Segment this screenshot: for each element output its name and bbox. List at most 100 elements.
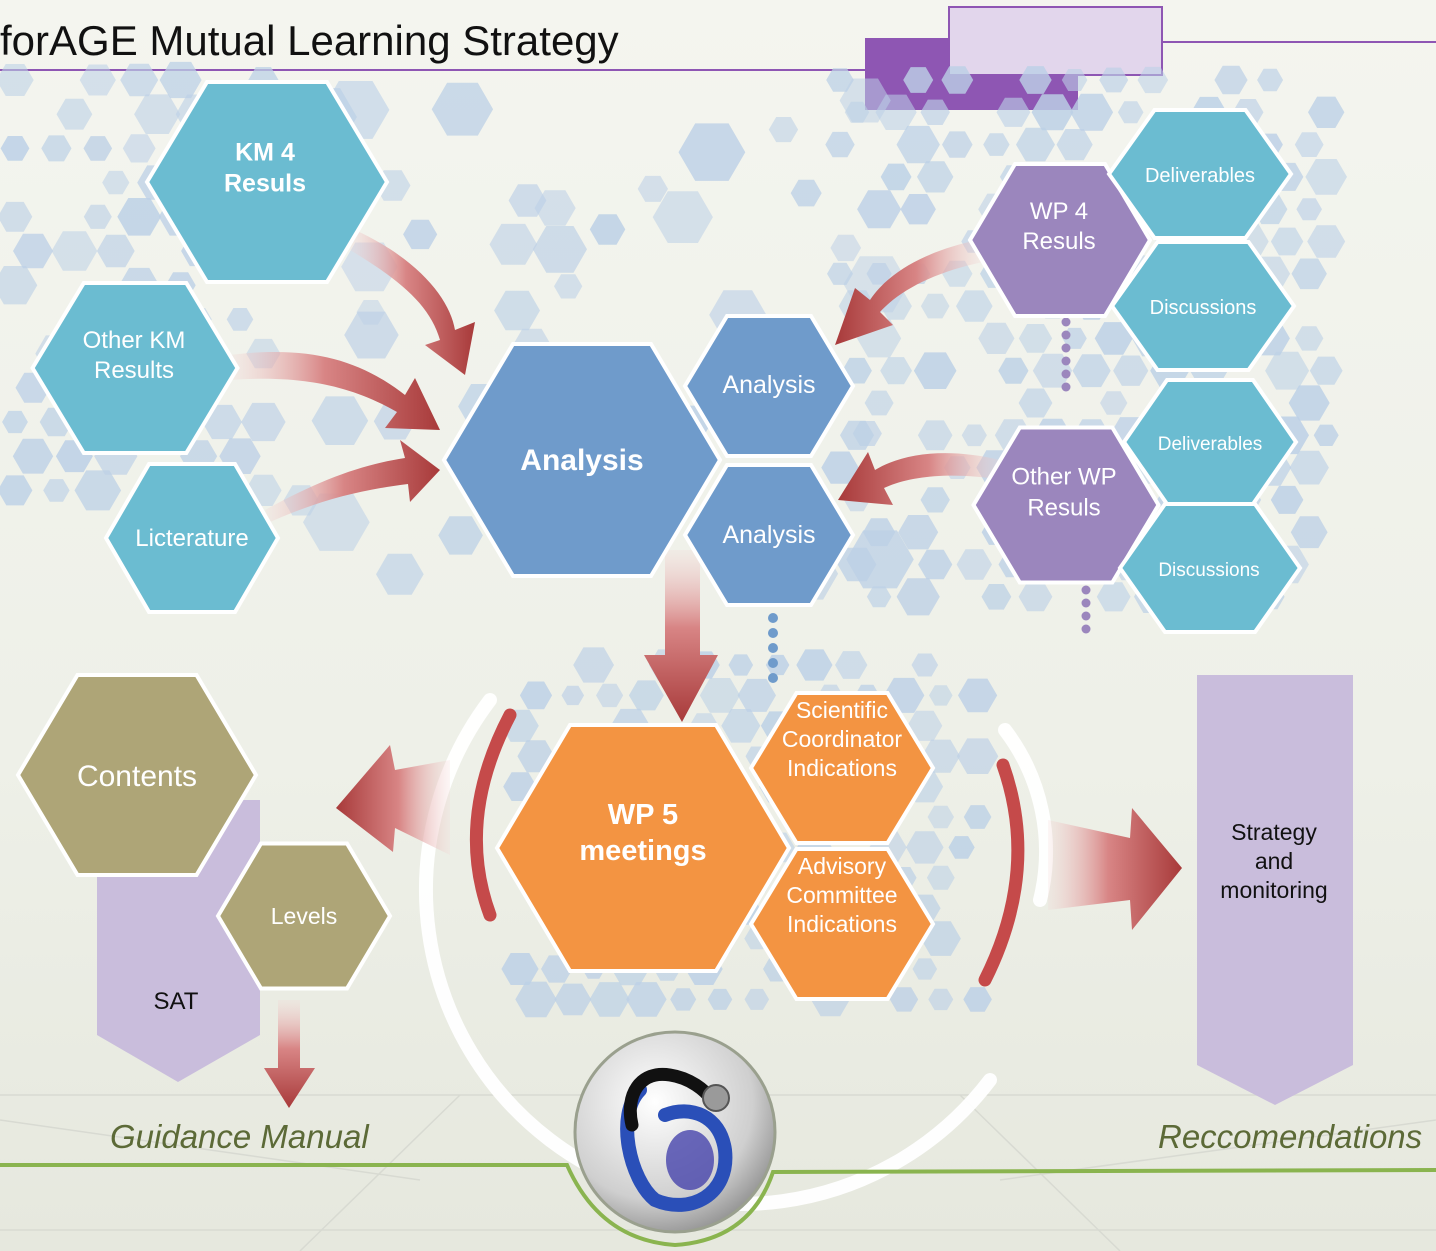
background-hexagon bbox=[981, 584, 1012, 610]
background-hexagon bbox=[1270, 227, 1304, 256]
background-hexagon bbox=[678, 123, 746, 181]
background-hexagon bbox=[120, 63, 159, 97]
background-hexagon bbox=[1294, 132, 1324, 157]
arrow-meetings-to-contents bbox=[336, 745, 450, 855]
background-hexagon bbox=[637, 175, 668, 202]
background-hexagon bbox=[929, 685, 953, 706]
background-hexagon bbox=[846, 530, 914, 589]
discussions-1-hexagon bbox=[1109, 240, 1297, 372]
background-hexagon bbox=[1290, 516, 1328, 549]
background-hexagon bbox=[1070, 93, 1114, 131]
other-km-hexagon bbox=[30, 281, 240, 455]
background-hexagon bbox=[573, 647, 614, 683]
background-hexagon bbox=[790, 179, 822, 207]
deliverables-2-label: Deliverables bbox=[1158, 434, 1263, 455]
background-hexagon bbox=[376, 553, 424, 595]
strategy-shape bbox=[1197, 675, 1353, 1105]
background-hexagon bbox=[670, 988, 697, 1011]
background-hexagon bbox=[880, 163, 912, 191]
analysis-main-hexagon bbox=[441, 342, 723, 578]
background-hexagon bbox=[911, 653, 939, 677]
discussions-1-label: Discussions bbox=[1150, 297, 1257, 319]
analysis-lower-hexagon bbox=[682, 463, 856, 607]
background-hexagon bbox=[13, 233, 53, 269]
background-hexagon bbox=[1094, 322, 1133, 355]
background-hexagon bbox=[963, 987, 992, 1012]
background-hexagon bbox=[74, 470, 122, 511]
analysis-upper-label: Analysis bbox=[722, 371, 815, 399]
background-hexagon bbox=[920, 293, 950, 319]
background-hexagon bbox=[996, 97, 1031, 127]
background-hexagon bbox=[501, 953, 539, 985]
background-hexagon bbox=[561, 685, 585, 706]
deliverables-1-hexagon bbox=[1106, 108, 1294, 240]
background-hexagon bbox=[737, 678, 776, 712]
background-hexagon bbox=[1031, 94, 1074, 131]
background-hexagon bbox=[707, 988, 733, 1010]
background-hexagon bbox=[928, 988, 954, 1011]
background-hexagon bbox=[978, 322, 1015, 354]
background-hexagon bbox=[1072, 354, 1111, 388]
background-hexagon bbox=[826, 68, 854, 92]
background-hexagon bbox=[311, 396, 369, 445]
discussions-2-hexagon bbox=[1117, 502, 1303, 634]
background-hexagon bbox=[519, 681, 553, 710]
background-hexagon bbox=[1257, 68, 1284, 92]
background-hexagon bbox=[699, 678, 741, 713]
background-hexagon bbox=[917, 161, 954, 193]
background-hexagon bbox=[907, 710, 943, 741]
contents-hexagon bbox=[15, 673, 259, 877]
background-hexagon bbox=[117, 198, 162, 236]
background-hexagon bbox=[515, 981, 557, 1018]
background-hexagon bbox=[998, 357, 1029, 384]
background-hexagon bbox=[1309, 356, 1343, 385]
background-hexagon bbox=[956, 549, 992, 580]
background-hexagon bbox=[958, 678, 998, 713]
background-hexagon bbox=[2, 410, 28, 434]
background-hexagon bbox=[596, 683, 624, 708]
background-hexagon bbox=[159, 61, 202, 99]
background-hexagon bbox=[920, 487, 950, 513]
advisory-hexagon bbox=[748, 847, 936, 1001]
background-hexagon bbox=[431, 82, 494, 136]
background-hexagon bbox=[1291, 258, 1327, 290]
background-hexagon bbox=[226, 308, 254, 331]
background-hexagon bbox=[898, 515, 939, 550]
background-hexagon bbox=[1016, 127, 1055, 162]
background-hexagon bbox=[0, 64, 34, 96]
scientific-hexagon bbox=[748, 691, 936, 845]
background-hexagon bbox=[554, 983, 592, 1016]
background-hexagon bbox=[134, 94, 181, 134]
discussions-2-label: Discussions bbox=[1158, 560, 1259, 581]
contents-label: Contents bbox=[77, 760, 197, 793]
background-hexagon bbox=[0, 266, 38, 305]
background-hexagon bbox=[43, 479, 70, 502]
background-hexagon bbox=[1056, 129, 1093, 161]
background-hexagon bbox=[41, 135, 72, 162]
background-hexagon bbox=[906, 831, 944, 864]
background-hexagon bbox=[889, 987, 919, 1012]
background-hexagon bbox=[1099, 67, 1129, 93]
background-hexagon bbox=[554, 274, 583, 299]
literature-hexagon bbox=[103, 462, 281, 614]
background-hexagon bbox=[1113, 355, 1149, 386]
input-arrows bbox=[230, 230, 1182, 1108]
background-hexagon bbox=[0, 201, 33, 232]
background-hexagon bbox=[956, 290, 993, 322]
arrow-wp4-to-analysis bbox=[835, 240, 983, 345]
background-hexagon bbox=[912, 958, 938, 980]
background-hexagon bbox=[1137, 66, 1169, 94]
background-hexagon bbox=[51, 231, 98, 271]
background-hexagon bbox=[821, 451, 859, 484]
background-hexagon bbox=[532, 226, 587, 273]
background-hexagon bbox=[12, 438, 54, 474]
background-hexagon bbox=[835, 651, 868, 679]
arrow-km4-to-analysis bbox=[350, 230, 475, 375]
background-hexagon bbox=[589, 982, 630, 1017]
background-hexagon bbox=[825, 131, 855, 158]
